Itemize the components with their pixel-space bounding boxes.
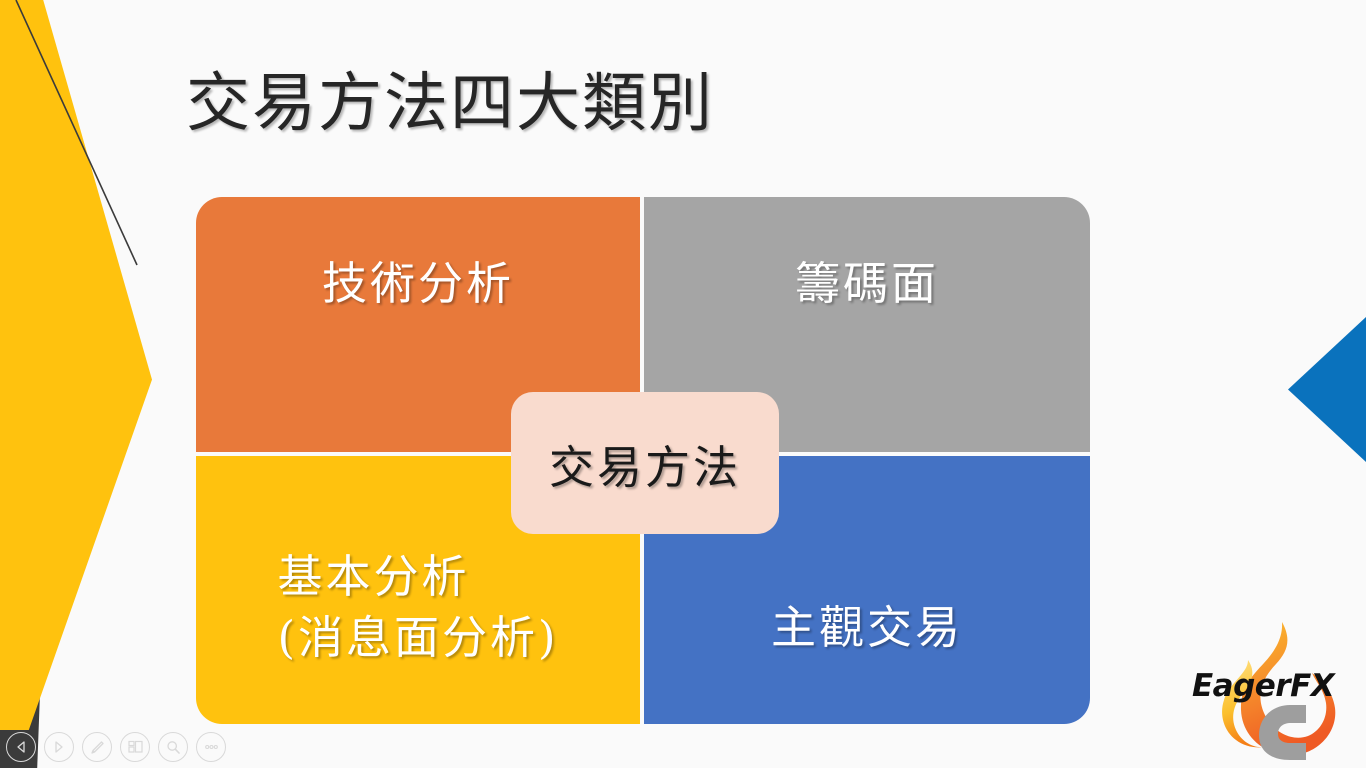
flame-icon <box>1222 622 1336 760</box>
presenter-toolbar <box>6 732 226 762</box>
blue-triangle-decoration <box>1288 317 1366 462</box>
eagerfx-logo: EagerFX <box>1186 610 1366 760</box>
page-title: 交易方法四大類別 <box>186 67 714 141</box>
logo-wordmark: EagerFX <box>1192 668 1335 704</box>
grid-slides-icon <box>127 740 143 753</box>
previous-slide-button[interactable] <box>6 732 36 762</box>
quadrant-chip-analysis[interactable]: 籌碼面 <box>644 197 1090 452</box>
quadrant-label: 主觀交易 <box>770 600 963 654</box>
quadrant-sublabel: (消息面分析) <box>277 611 559 664</box>
slide-overview-button[interactable] <box>120 732 150 762</box>
more-options-button[interactable] <box>196 732 226 762</box>
pen-icon <box>90 740 104 754</box>
triangle-right-icon <box>55 741 63 753</box>
quadrant-matrix: 技術分析 籌碼面 基本分析 (消息面分析) 主觀交易 <box>196 197 1090 724</box>
zoom-button[interactable] <box>158 732 188 762</box>
triangle-left-icon <box>17 741 25 753</box>
magnifier-icon <box>166 740 180 754</box>
quadrant-label: 基本分析 <box>277 550 470 604</box>
center-callout-label: 交易方法 <box>548 440 741 494</box>
quadrant-label: 籌碼面 <box>794 257 939 311</box>
next-slide-button[interactable] <box>44 732 74 762</box>
pen-tool-button[interactable] <box>82 732 112 762</box>
center-callout[interactable]: 交易方法 <box>511 392 779 534</box>
yellow-chevron-decoration <box>0 0 152 730</box>
quadrant-label: 技術分析 <box>321 257 514 311</box>
ellipsis-icon <box>204 744 218 750</box>
